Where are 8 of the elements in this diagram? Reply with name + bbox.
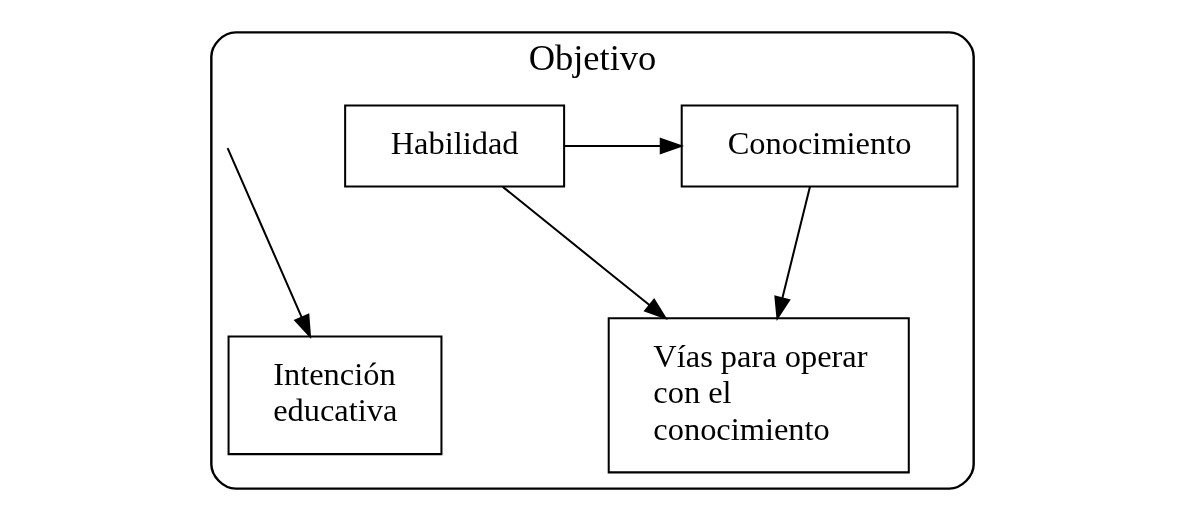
arrow	[774, 186, 811, 321]
node-box: Intención educativa	[227, 335, 443, 456]
arrow	[502, 186, 668, 320]
node-box: Conocimiento	[680, 104, 959, 188]
arrow	[226, 147, 312, 339]
node-box: Vías para operar con el conocimiento	[607, 317, 910, 474]
node-box: Habilidad	[344, 104, 566, 188]
arrow	[564, 137, 685, 155]
